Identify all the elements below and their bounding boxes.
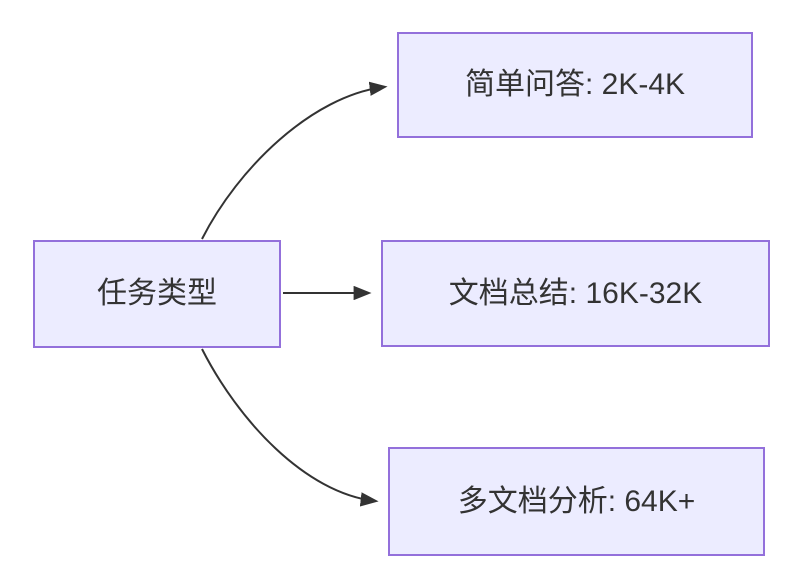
- node-task-type: 任务类型: [33, 240, 281, 348]
- node-multi-doc-analysis-label: 多文档分析: 64K+: [457, 484, 696, 518]
- node-multi-doc-analysis: 多文档分析: 64K+: [388, 447, 765, 556]
- arrow-root-to-top: [201, 81, 388, 240]
- arrow-root-to-bottom: [201, 348, 379, 507]
- node-doc-summary-label: 文档总结: 16K-32K: [448, 276, 703, 310]
- node-task-type-label: 任务类型: [97, 277, 217, 310]
- node-simple-qa: 简单问答: 2K-4K: [397, 32, 753, 138]
- node-simple-qa-label: 简单问答: 2K-4K: [464, 68, 686, 101]
- node-doc-summary: 文档总结: 16K-32K: [381, 240, 770, 347]
